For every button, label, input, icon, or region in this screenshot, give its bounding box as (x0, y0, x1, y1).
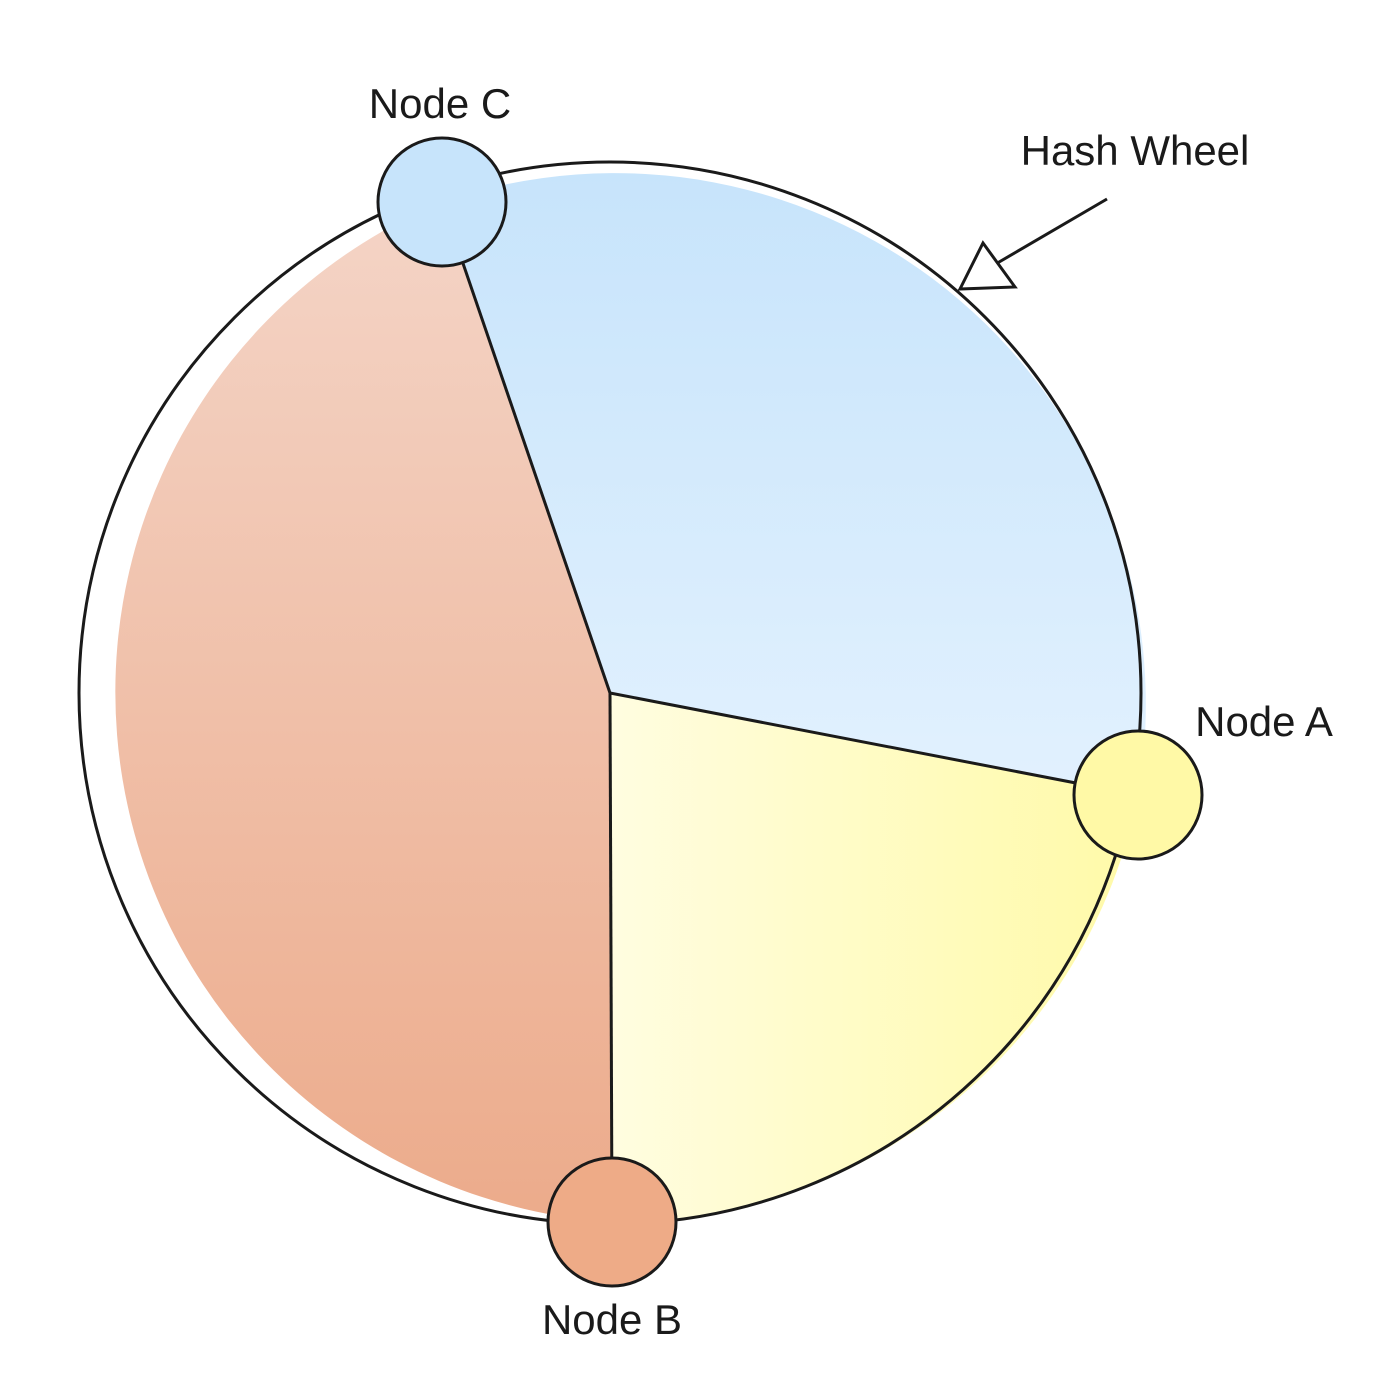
segment-c-to-a (442, 173, 1146, 796)
node-a-label: Node A (1195, 698, 1333, 745)
segment-a-to-b (610, 693, 1138, 1223)
node-b-label: Node B (542, 1296, 682, 1343)
divider-b (608, 692, 614, 1223)
node-c-circle (376, 136, 508, 268)
node-a-circle (1072, 729, 1204, 861)
divider-a (609, 691, 1139, 797)
segment-b-to-c (115, 202, 612, 1222)
node-b-circle (546, 1156, 678, 1288)
node-c-label: Node C (369, 80, 511, 127)
divider-c (440, 201, 612, 694)
hash-wheel-arrow-line (993, 197, 1108, 267)
hash-wheel-arrowhead (957, 240, 1018, 291)
hash-wheel-label: Hash Wheel (1021, 127, 1250, 174)
